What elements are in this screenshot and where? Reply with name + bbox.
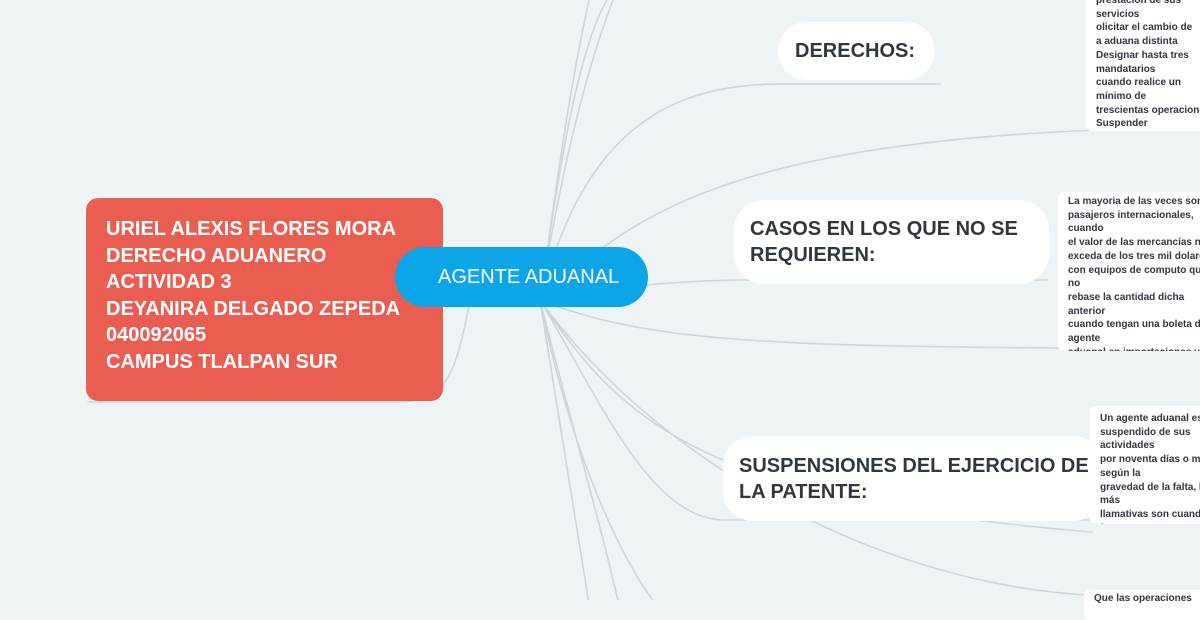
link-derechos xyxy=(539,83,941,301)
topic-derechos[interactable]: DERECHOS: xyxy=(778,22,935,80)
central-topic-node[interactable]: AGENTE ADUANAL xyxy=(395,247,648,307)
link-bottom-2 xyxy=(539,299,619,600)
note-derechos[interactable]: prestación de sus servicios olicitar el … xyxy=(1086,0,1200,131)
note-suspensiones[interactable]: Un agente aduanal es suspendido de sus a… xyxy=(1090,406,1200,524)
note-casos[interactable]: La mayoria de las veces son pasajeros in… xyxy=(1058,192,1200,351)
note-bottom[interactable]: Que las operaciones xyxy=(1084,590,1200,620)
connector-lines xyxy=(87,0,1101,600)
link-bottom-1 xyxy=(539,299,590,600)
link-casos-note-2 xyxy=(539,299,1059,349)
author-info-node[interactable]: URIEL ALEXIS FLORES MORA DERECHO ADUANER… xyxy=(86,198,443,401)
link-suspensiones xyxy=(539,299,1101,521)
topic-suspensiones-patente[interactable]: SUSPENSIONES DEL EJERCICIO DE LA PATENTE… xyxy=(723,436,1103,521)
link-bottom-3 xyxy=(539,299,654,600)
topic-casos-no-requieren[interactable]: CASOS EN LOS QUE NO SE REQUIEREN: xyxy=(734,200,1049,284)
link-author xyxy=(87,299,471,403)
